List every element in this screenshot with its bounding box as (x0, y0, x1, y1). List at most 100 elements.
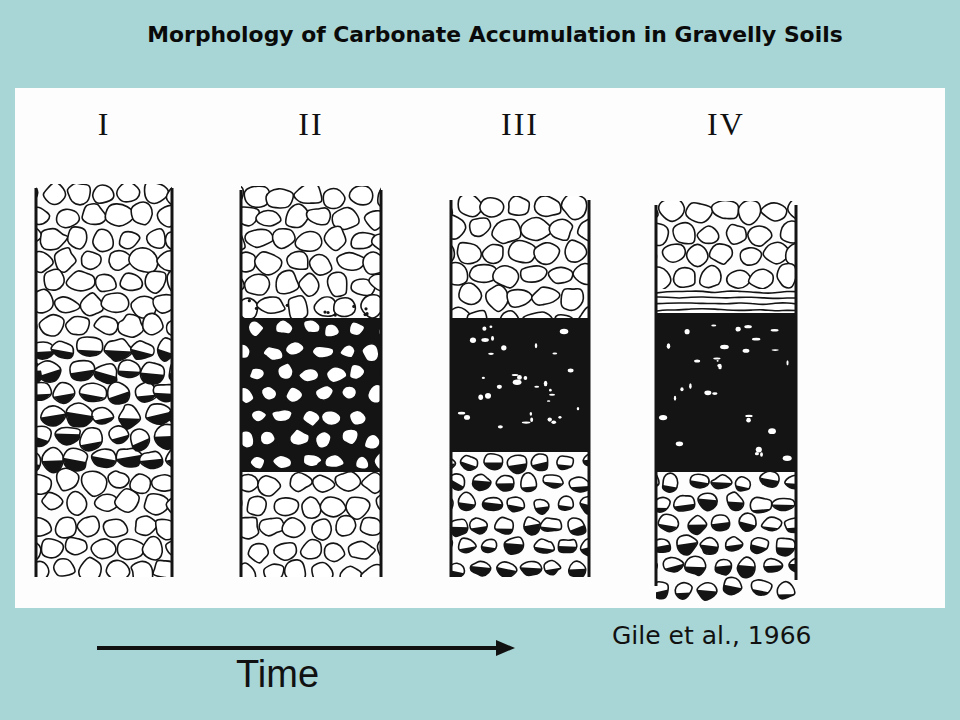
pebble (658, 514, 678, 531)
pore-speck (470, 338, 476, 344)
pebble (263, 347, 283, 361)
carbonate-coating (36, 394, 51, 400)
pore-speck (498, 425, 503, 428)
pebble (368, 384, 381, 403)
pebble (492, 219, 521, 243)
pebble (101, 293, 128, 312)
carbonate-coating (532, 461, 548, 470)
pebble (723, 577, 741, 594)
stage-numeral: I (35, 105, 173, 143)
carbonate-horizon (241, 318, 381, 472)
pebble (785, 518, 796, 533)
pebble (558, 496, 573, 510)
pebble (39, 315, 64, 336)
carbonate-coating (505, 543, 524, 554)
pebble (320, 497, 345, 517)
pore-speck (756, 447, 762, 453)
soil-columns-art (11, 182, 815, 600)
laminar-line (656, 309, 796, 312)
pebble (290, 473, 312, 492)
pebble (470, 218, 491, 236)
pebble (77, 337, 103, 356)
pebble (520, 561, 541, 575)
pore-speck (482, 327, 486, 331)
carbonate-coating (658, 524, 677, 532)
pebble (120, 273, 142, 290)
pebble (334, 298, 356, 317)
pore-speck (783, 456, 792, 461)
pore-speck (501, 345, 506, 350)
pebble (92, 408, 114, 425)
carbonate-coating (690, 480, 709, 488)
carbonate-speck (364, 307, 367, 310)
pebble (482, 244, 503, 263)
pebble (764, 559, 783, 572)
pebble (315, 431, 331, 448)
pebble (509, 240, 537, 262)
pore-speck (744, 325, 752, 328)
carbonate-coating (482, 546, 496, 552)
pebble (480, 198, 504, 217)
pebble (118, 314, 144, 337)
pebble (36, 474, 51, 494)
carbonate-speck (323, 310, 326, 313)
column-walls (35, 105, 173, 577)
pebble (241, 431, 254, 448)
arrow-head (496, 640, 515, 656)
soil-column: IV (655, 105, 797, 586)
pebble (248, 321, 264, 337)
pebble (361, 295, 381, 318)
pebble (735, 477, 750, 491)
pebble (274, 543, 297, 561)
pebble (157, 251, 172, 271)
stage-numeral: III (450, 105, 590, 143)
pebble (266, 189, 293, 208)
pore-speck (544, 381, 548, 387)
pebble (748, 226, 772, 246)
carbonate-coating (471, 566, 491, 576)
carbonate-coating (461, 461, 477, 470)
pore-speck (513, 379, 522, 385)
carbonate-coating (535, 506, 549, 514)
pebble (82, 204, 106, 225)
carbonate-coating (140, 373, 164, 385)
carbonate-coating (507, 504, 524, 511)
carbonate-coating (497, 567, 517, 577)
carbonate-coating (473, 480, 491, 490)
carbonate-coating (685, 566, 706, 575)
pore-speck (772, 349, 779, 351)
pebble (66, 317, 90, 335)
pebble (712, 201, 739, 219)
column-wall (380, 190, 383, 577)
carbonate-coating (785, 483, 796, 489)
pebble (484, 454, 503, 470)
pebble (349, 410, 366, 425)
carbonate-speck (326, 311, 329, 314)
pebble (509, 196, 530, 215)
carbonate-coating (524, 523, 540, 535)
carbonate-coating (545, 568, 561, 575)
pebble (663, 244, 686, 262)
pebble (569, 477, 589, 492)
pore-speck (458, 412, 465, 415)
column-wall (795, 205, 798, 580)
pebble (42, 448, 64, 473)
column-wall (240, 190, 243, 577)
carbonate-coating (700, 544, 718, 554)
pebble (108, 471, 129, 488)
carbonate-coating (92, 456, 117, 467)
pebble (726, 537, 743, 551)
pebble (324, 543, 344, 561)
pebble (451, 263, 468, 285)
pebble-group (241, 319, 381, 470)
pebble (40, 229, 67, 250)
laminar-line (656, 297, 796, 298)
pebble (241, 252, 256, 272)
citation: Gile et al., 1966 (612, 622, 811, 650)
pore-speck (488, 353, 494, 355)
pebble (36, 426, 51, 446)
pebble (321, 411, 341, 426)
pebble (42, 492, 63, 509)
pore-speck (712, 392, 717, 395)
